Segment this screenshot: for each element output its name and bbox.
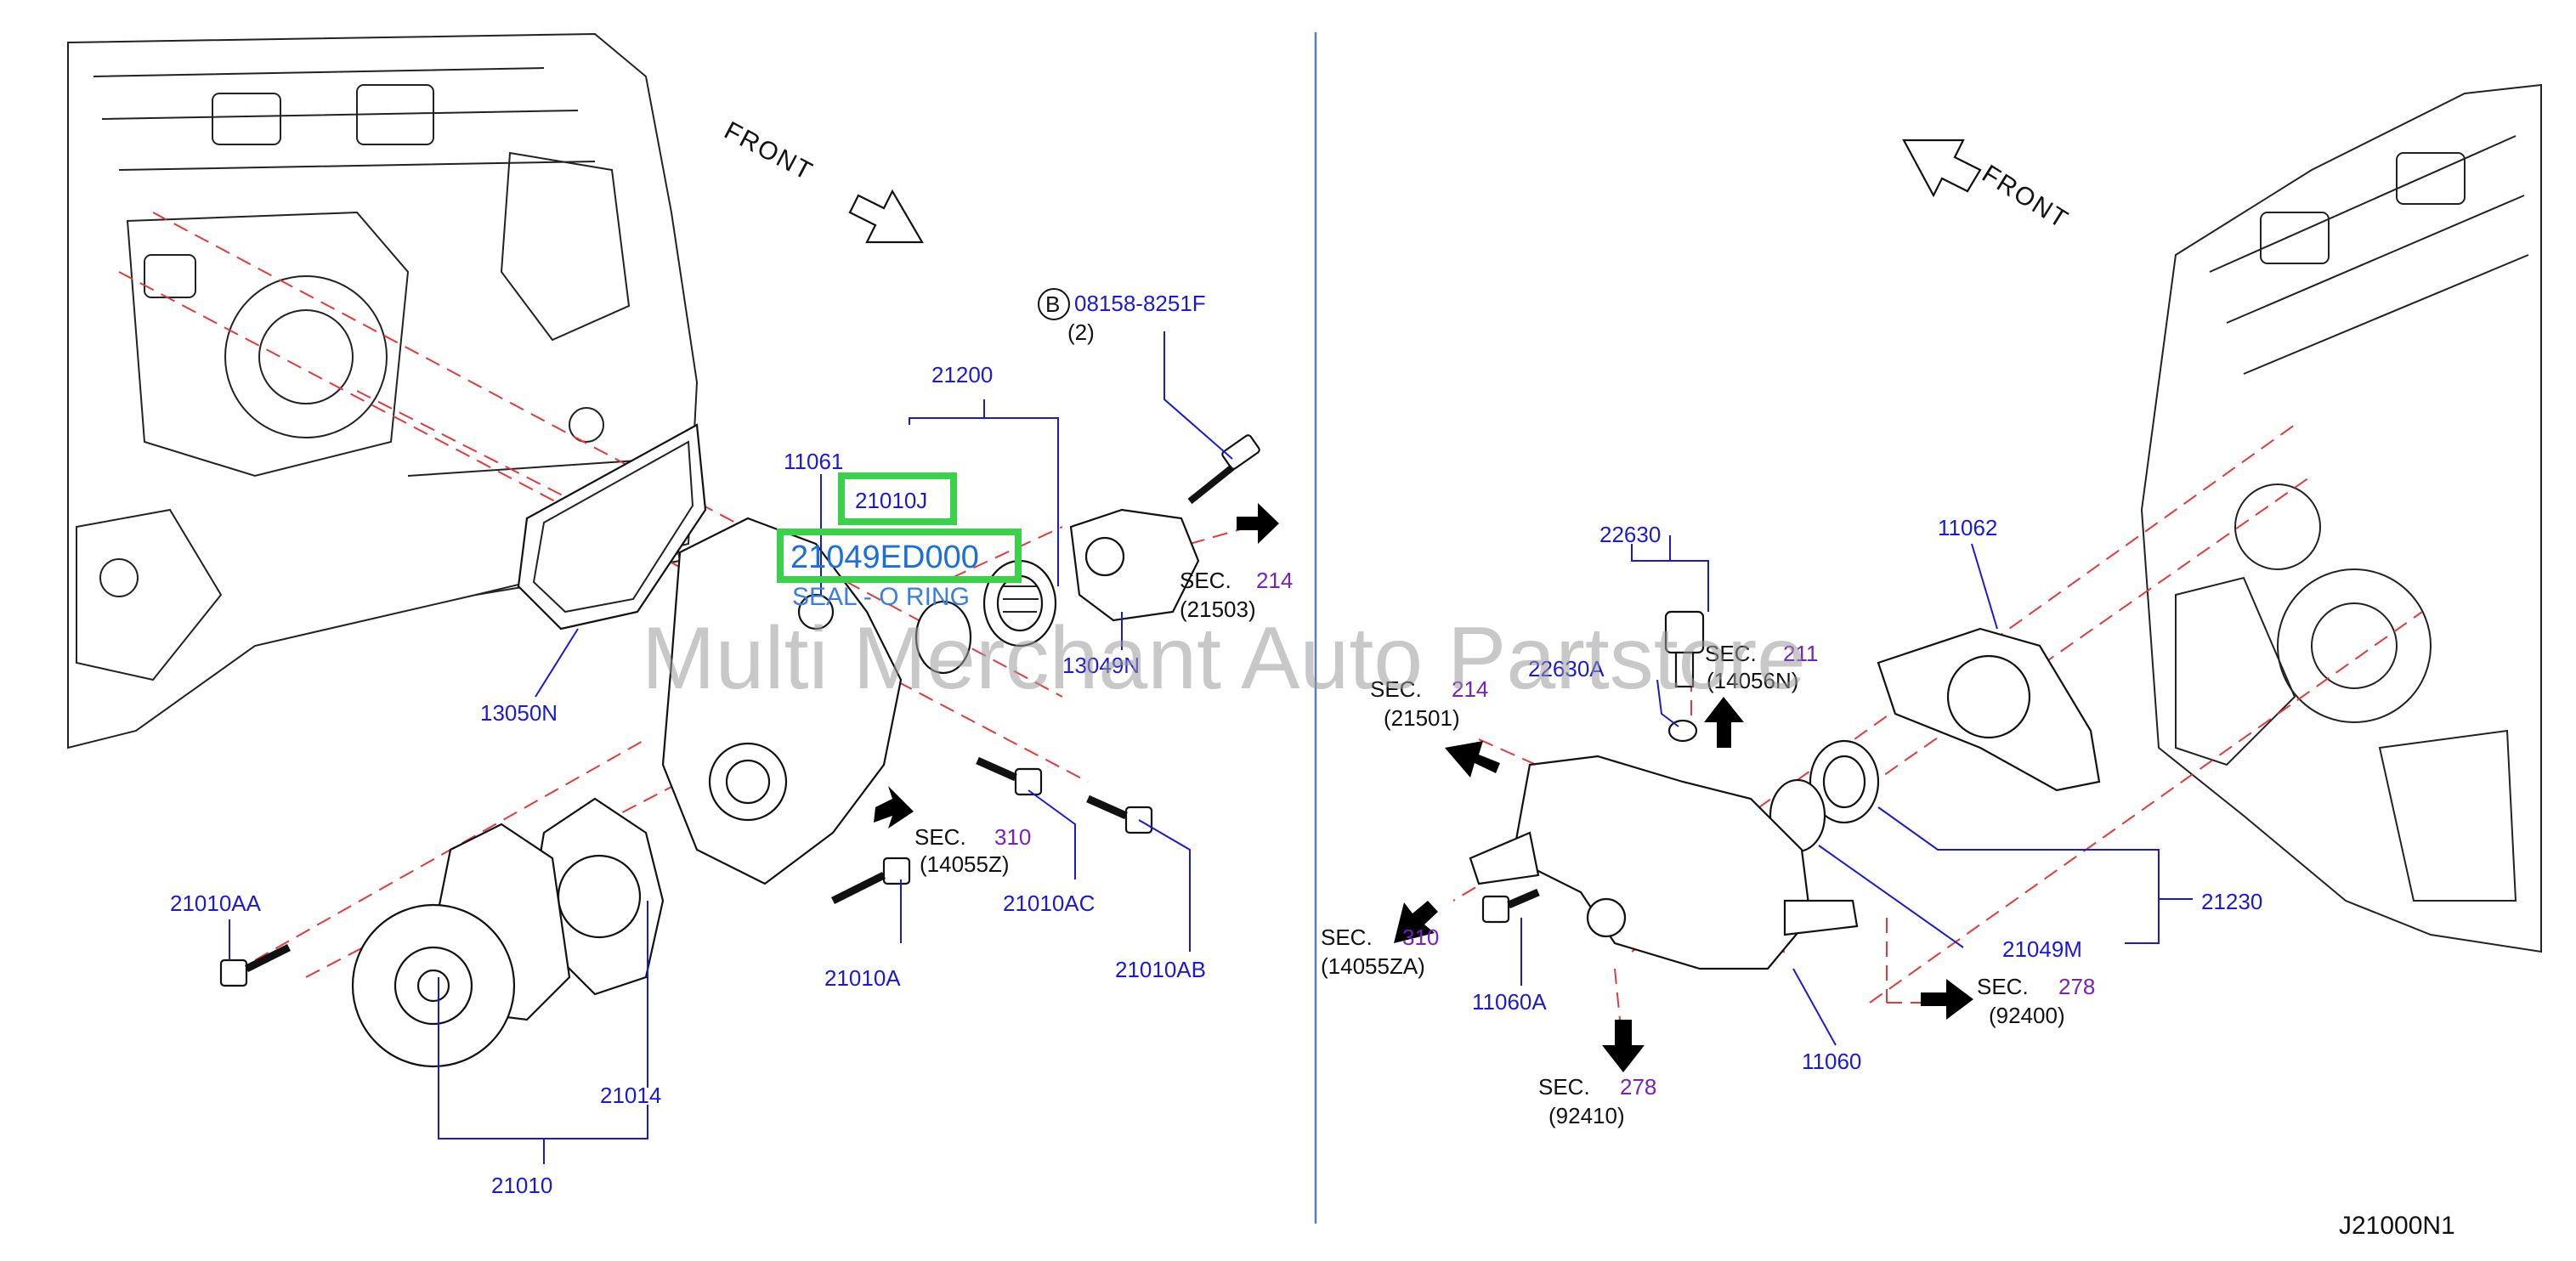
direction-arrows (874, 503, 1973, 1072)
label-21010: 21010 (491, 1173, 552, 1198)
svg-text:(14055Z): (14055Z) (920, 851, 1010, 877)
highlight-21010J-text: 21010J (855, 488, 927, 513)
sec-310-left: SEC. 310 (14055Z) (914, 824, 1031, 877)
svg-text:SEC.: SEC. (1370, 676, 1422, 702)
left-parts (219, 423, 1260, 1068)
highlight-21010J[interactable]: 21010J (838, 472, 957, 525)
front-indicator-right: FRONT (1902, 139, 2074, 235)
svg-text:SEC.: SEC. (1538, 1074, 1590, 1100)
bolt-21010AC-shape (976, 756, 1043, 796)
o-ring-shape (914, 600, 972, 675)
label-22630: 22630 (1599, 522, 1661, 547)
label-11060: 11060 (1802, 1049, 1861, 1074)
label-21010AA: 21010AA (170, 891, 262, 916)
label-21010AC: 21010AC (1003, 891, 1095, 916)
label-13050N: 13050N (480, 700, 558, 726)
svg-text:211: 211 (1783, 641, 1818, 666)
svg-text:SEC.: SEC. (1977, 974, 2029, 999)
gasket-13050N-shape (517, 423, 707, 630)
svg-text:310: 310 (994, 824, 1031, 850)
sec-214-right: SEC. 214 (21501) (1370, 676, 1488, 731)
label-21010A: 21010A (824, 965, 901, 991)
svg-text:(14055ZA): (14055ZA) (1321, 953, 1425, 979)
callout-b-symbol: B (1045, 291, 1060, 317)
bolt-21010AA-shape (219, 943, 292, 987)
label-21049M: 21049M (2002, 936, 2082, 962)
svg-text:(92410): (92410) (1548, 1103, 1625, 1128)
bolt-08158-shape (1187, 434, 1260, 505)
svg-text:(92400): (92400) (1989, 1003, 2065, 1028)
arrow-sec214-right-icon (1445, 741, 1500, 778)
highlight-seal-o-ring-text: SEAL - O RING (792, 583, 970, 611)
sec-214-left: SEC. 214 (21503) (1180, 568, 1293, 622)
right-engine-block (2140, 83, 2542, 953)
svg-text:310: 310 (1402, 925, 1439, 950)
callout-qty: (2) (1067, 319, 1095, 345)
left-engine-block (67, 32, 699, 749)
label-21014: 21014 (600, 1083, 661, 1108)
bolt-21010AB-shape (1086, 794, 1153, 834)
front-label-right: FRONT (1977, 160, 2074, 235)
label-11062: 11062 (1938, 515, 1997, 540)
diagram-code: J21000N1 (2339, 1212, 2455, 1240)
svg-text:(21501): (21501) (1384, 705, 1460, 731)
label-21200: 21200 (931, 362, 993, 387)
svg-text:SEC.: SEC. (1180, 568, 1231, 593)
callout-b-badge (1038, 288, 1070, 320)
sec-278-bottom: SEC. 278 (92410) (1538, 1074, 1656, 1128)
leader-lines (229, 331, 2193, 1164)
svg-text:(14056N): (14056N) (1707, 668, 1798, 693)
sec-278-right: SEC. 278 (92400) (1977, 974, 2095, 1028)
bolt-callout: B 08158-8251F (2) (1038, 288, 1206, 345)
label-11061: 11061 (784, 449, 843, 474)
svg-text:214: 214 (1256, 568, 1293, 593)
svg-text:SEC.: SEC. (914, 824, 966, 850)
watermark: Multi Merchant Auto Partstore (642, 609, 1806, 708)
sec-211: SEC. 211 (14056N) (1705, 641, 1818, 693)
arrow-sec310-left-icon (874, 786, 914, 828)
arrow-sec278-right-icon (1921, 979, 1973, 1020)
front-arrow-right-icon (1902, 139, 1982, 198)
callout-part-number: 08158-8251F (1074, 291, 1206, 316)
arrow-sec310-right-icon (1394, 901, 1438, 943)
arrow-sec278-bottom-icon (1602, 1020, 1645, 1072)
right-parts (1469, 610, 2101, 970)
highlight-21049ED000[interactable]: 21049ED000 SEAL - O RING (777, 529, 1022, 611)
front-label-left: FRONT (720, 116, 818, 186)
svg-text:278: 278 (2058, 974, 2095, 999)
label-22630A: 22630A (1528, 656, 1605, 681)
svg-text:SEC.: SEC. (1705, 641, 1757, 666)
bolt-11060A-shape (1481, 888, 1540, 924)
label-11060A: 11060A (1472, 989, 1547, 1015)
label-21230: 21230 (2201, 889, 2262, 914)
water-outlet-11060-shape (1511, 755, 1812, 970)
front-indicator-left: FRONT (720, 116, 924, 244)
svg-text:214: 214 (1452, 676, 1488, 702)
sec-310-right: SEC. 310 (14055ZA) (1321, 925, 1439, 979)
front-arrow-left-icon (848, 189, 924, 244)
label-21010AB: 21010AB (1115, 957, 1206, 982)
highlight-21049ED000-text: 21049ED000 (790, 540, 979, 575)
label-13049N: 13049N (1062, 653, 1140, 678)
svg-text:(21503): (21503) (1180, 597, 1256, 622)
svg-text:SEC.: SEC. (1321, 925, 1373, 950)
arrow-sec211-icon (1704, 697, 1744, 748)
bolt-21010A-shape (830, 857, 911, 905)
svg-text:278: 278 (1620, 1074, 1656, 1100)
arrow-sec214-left-icon (1237, 503, 1279, 544)
